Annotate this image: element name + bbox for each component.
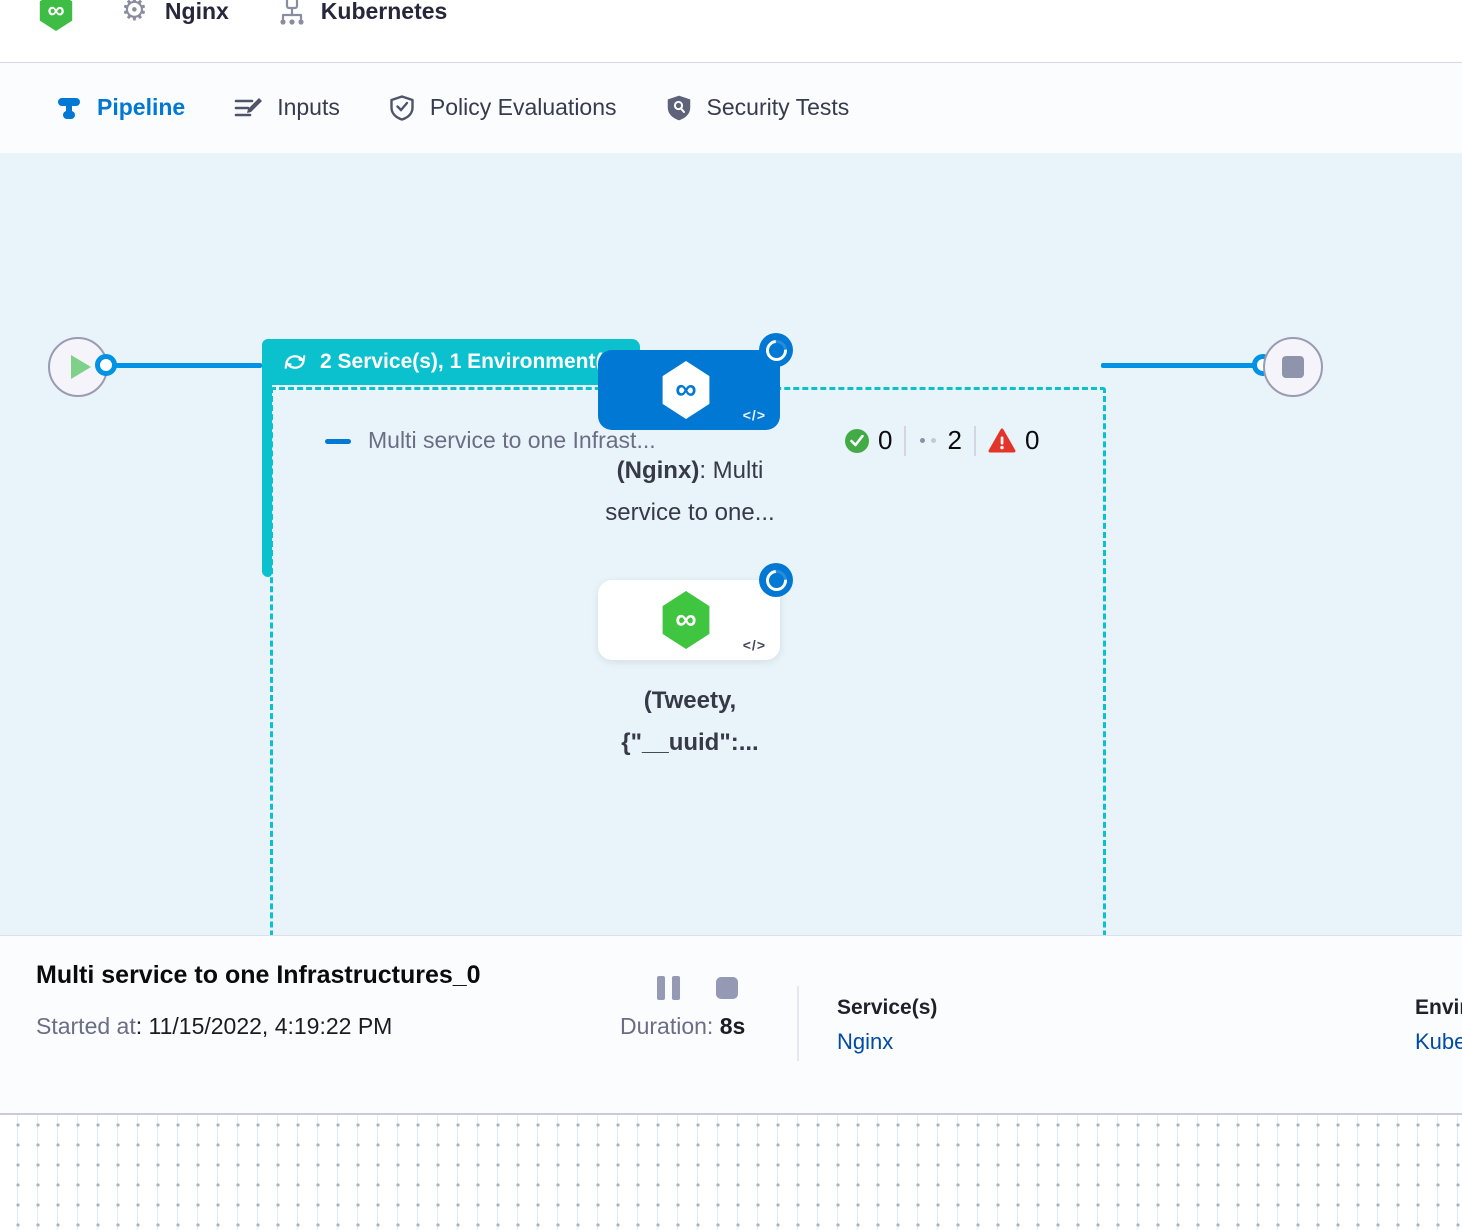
edge-start-to-stage xyxy=(108,363,262,368)
tab-inputs[interactable]: Inputs xyxy=(233,94,340,122)
code-icon: </> xyxy=(742,407,766,423)
harness-step-icon: ∞ xyxy=(662,361,710,419)
stage-title[interactable]: Multi service to one Infrast... xyxy=(368,427,656,453)
tab-security-tests[interactable]: Security Tests xyxy=(665,94,849,122)
running-spinner-badge xyxy=(759,333,793,367)
pause-button[interactable] xyxy=(657,976,680,1000)
breadcrumb-service[interactable]: Nginx xyxy=(164,0,229,24)
tab-bar: Pipeline Inputs Policy Evaluations xyxy=(0,63,1462,215)
gear-icon: ⚙ xyxy=(121,0,148,27)
tab-pipeline[interactable]: Pipeline xyxy=(55,94,185,122)
duration: Duration: 8s xyxy=(620,1013,746,1039)
running-dots-icon xyxy=(920,438,937,443)
play-icon xyxy=(71,355,91,379)
execution-summary-panel: Multi service to one Infrastructures_0 S… xyxy=(0,935,1462,1114)
environments-link[interactable]: Kubernetes xyxy=(1415,1029,1462,1054)
start-node-connector[interactable] xyxy=(95,354,117,376)
log-canvas-dot-grid[interactable] xyxy=(0,1113,1462,1230)
success-check-icon xyxy=(845,428,869,453)
running-spinner-badge xyxy=(759,563,793,597)
code-icon: </> xyxy=(742,637,766,653)
running-count: 2 xyxy=(947,425,962,455)
policy-shield-check-icon xyxy=(388,94,416,122)
started-at: Started at: 11/15/2022, 4:19:22 PM xyxy=(36,1013,393,1039)
breadcrumb-environment[interactable]: Kubernetes xyxy=(320,0,448,24)
breadcrumb-header: ∞ ⚙ Nginx Kubernetes xyxy=(0,0,1462,63)
harness-step-icon: ∞ xyxy=(662,591,710,649)
stop-button[interactable] xyxy=(716,977,738,999)
divider xyxy=(797,986,799,1061)
inputs-icon xyxy=(233,94,263,122)
environments-label: Environment(s) xyxy=(1415,996,1462,1019)
pipeline-icon xyxy=(55,94,83,122)
services-link[interactable]: Nginx xyxy=(837,1029,894,1054)
collapse-stage-icon[interactable] xyxy=(325,439,351,444)
service-node-tweety[interactable]: ∞ </> xyxy=(598,563,793,660)
stage-services-badge[interactable]: 2 Service(s), 1 Environment(s) xyxy=(262,339,641,385)
divider xyxy=(904,425,907,456)
service-node-tweety-label: (Tweety, {"__uuid":... xyxy=(621,687,759,756)
service-node-nginx[interactable]: ∞ </> xyxy=(598,333,793,430)
stop-icon xyxy=(1282,356,1304,378)
stage-status-counts: 0 2 0 xyxy=(845,425,1039,456)
pipeline-end-node[interactable] xyxy=(1263,337,1323,397)
failed-count: 0 xyxy=(1024,425,1040,455)
security-shield-scan-icon xyxy=(665,94,693,122)
infrastructure-icon xyxy=(278,0,306,26)
services-label: Service(s) xyxy=(837,996,938,1019)
pipeline-canvas[interactable]: 2 Service(s), 1 Environment(s) Multi ser… xyxy=(0,153,1462,1009)
loop-icon xyxy=(281,349,309,375)
execution-title: Multi service to one Infrastructures_0 xyxy=(36,961,481,989)
warning-triangle-icon xyxy=(988,428,1016,454)
service-node-nginx-label: (Nginx): Multi service to one... xyxy=(605,457,775,526)
success-count: 0 xyxy=(878,425,893,455)
tab-policy-evaluations[interactable]: Policy Evaluations xyxy=(388,94,617,122)
harness-logo-icon: ∞ xyxy=(39,0,73,31)
stage-flag-strip xyxy=(262,339,272,577)
divider xyxy=(973,425,976,456)
edge-stage-to-end xyxy=(1101,363,1259,368)
